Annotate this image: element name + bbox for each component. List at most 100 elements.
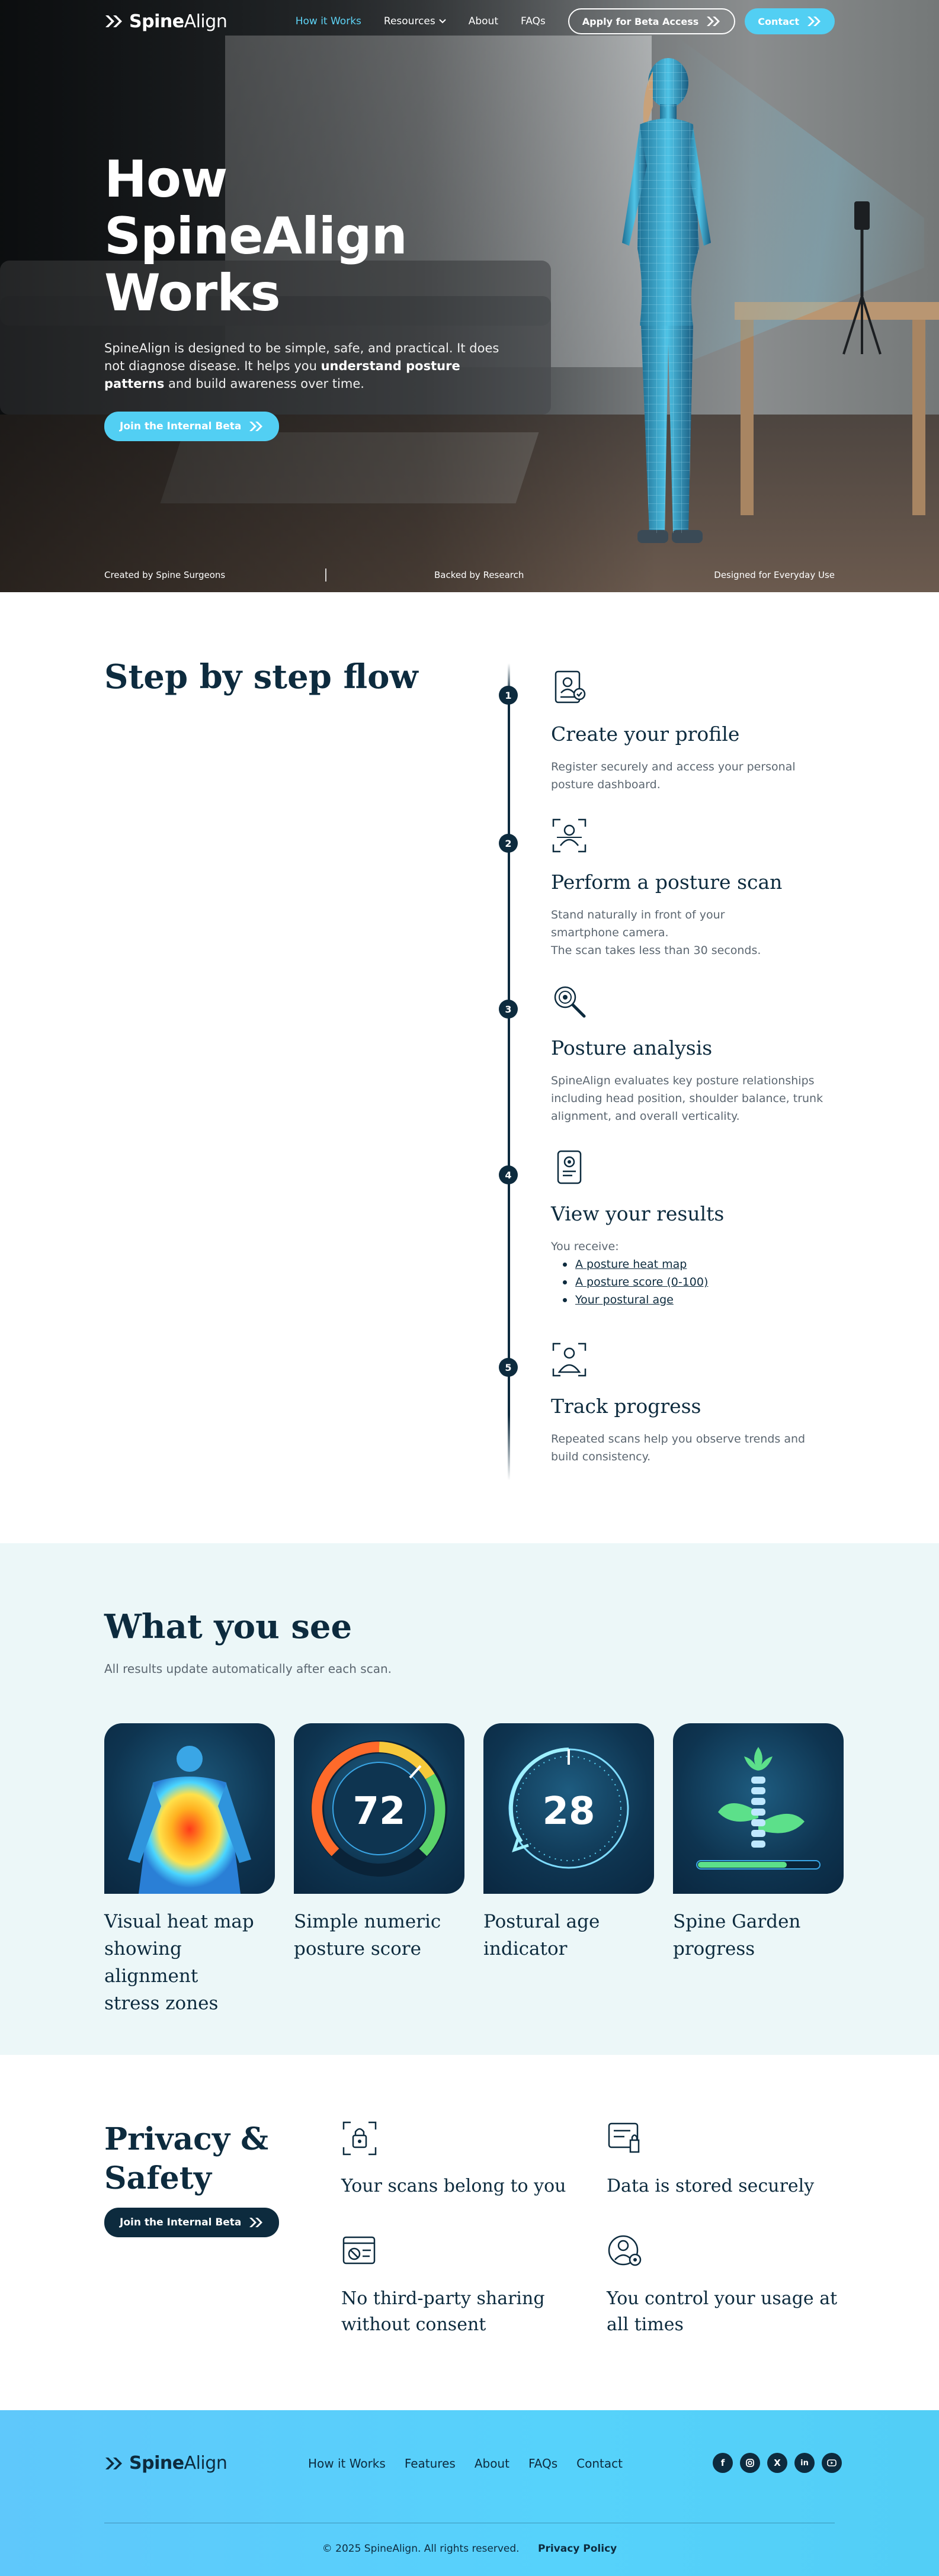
step-number: 4 — [499, 1165, 518, 1184]
logo-text-light: Align — [184, 11, 227, 32]
privacy-feature-text: Data is stored securely — [607, 2176, 815, 2196]
postural-age-value: 28 — [542, 1790, 595, 1833]
footer-link-faqs[interactable]: FAQs — [528, 2456, 558, 2471]
step-description-line: smartphone camera. — [551, 926, 669, 939]
results-list-item[interactable]: A posture heat map — [551, 1255, 841, 1273]
hero-description: SpineAlign is designed to be simple, saf… — [104, 339, 519, 393]
linkedin-icon[interactable]: in — [794, 2453, 815, 2473]
privacy-feature-line: You control your usage at — [607, 2288, 838, 2309]
step-number: 2 — [499, 834, 518, 853]
footer-logo[interactable]: SpineAlign — [104, 2453, 227, 2474]
spine-garden-progress-fill — [698, 1862, 787, 1868]
hero-title: How SpineAlign Works — [104, 151, 519, 322]
hero-shade-overlay — [0, 0, 939, 592]
caption-line: Postural age — [483, 1911, 600, 1932]
postural-age-image: 28 — [483, 1723, 654, 1894]
privacy-title: Privacy & Safety — [104, 2120, 268, 2198]
steps-timeline — [508, 663, 510, 1480]
person-progress-icon — [552, 1342, 587, 1377]
footer-link-features[interactable]: Features — [404, 2456, 456, 2471]
result-card-caption: Visual heat map showing alignment stress… — [104, 1908, 275, 2017]
result-card-heatmap: Visual heat map showing alignment stress… — [104, 1723, 275, 2017]
footer-link-contact[interactable]: Contact — [576, 2456, 623, 2471]
what-you-see-title: What you see — [104, 1607, 352, 1646]
nav-faqs[interactable]: FAQs — [521, 15, 546, 27]
step-description: SpineAlign evaluates key posture relatio… — [551, 1072, 841, 1125]
results-link[interactable]: A posture heat map — [575, 1258, 687, 1271]
what-you-see-subtitle: All results update automatically after e… — [104, 1662, 392, 1676]
hero-desc-part2: and build awareness over time. — [164, 377, 364, 391]
footer-link-how-it-works[interactable]: How it Works — [308, 2456, 386, 2471]
step-description: You receive: A posture heat map A postur… — [551, 1238, 841, 1309]
user-control-icon — [608, 2235, 642, 2266]
results-link[interactable]: A posture score (0-100) — [575, 1276, 709, 1289]
privacy-feature-text: No third-party sharing without consent — [341, 2286, 578, 2338]
logo[interactable]: SpineAlign — [104, 11, 227, 32]
nav-how-it-works[interactable]: How it Works — [295, 15, 361, 27]
results-list: A posture heat map A posture score (0-10… — [551, 1255, 841, 1309]
youtube-icon[interactable] — [822, 2453, 842, 2473]
step-description: Repeated scans help you observe trends a… — [551, 1430, 841, 1466]
phone-report-icon — [557, 1150, 582, 1184]
double-chevron-right-icon — [249, 2218, 263, 2227]
x-icon[interactable]: X — [767, 2453, 787, 2473]
caption-line: progress — [673, 1938, 755, 1960]
privacy-feature-text: You control your usage at all times — [607, 2286, 844, 2338]
apply-beta-button[interactable]: Apply for Beta Access — [568, 8, 736, 34]
privacy-title-line: Safety — [104, 2160, 211, 2196]
result-card-postural-age: 28 Postural age indicator — [483, 1723, 654, 1962]
steps-section: Step by step flow 1 Create your profile … — [0, 592, 939, 1543]
hero-section: SpineAlign How it Works Resources About … — [0, 0, 939, 592]
footer-links: How it Works Features About FAQs Contact — [308, 2456, 623, 2471]
hero-footer-item: Backed by Research — [434, 570, 524, 580]
hero-content: How SpineAlign Works SpineAlign is desig… — [104, 151, 519, 441]
privacy-feature-text: Your scans belong to you — [341, 2176, 566, 2196]
steps-title: Step by step flow — [104, 657, 418, 696]
nav-resources-label: Resources — [383, 15, 435, 27]
nav-resources-dropdown[interactable]: Resources — [384, 15, 446, 27]
spine-plant-icon — [696, 1747, 821, 1870]
hero-join-beta-button[interactable]: Join the Internal Beta — [104, 412, 280, 441]
phone-tripod-illustration — [842, 201, 882, 355]
results-list-item[interactable]: Your postural age — [551, 1291, 841, 1309]
hero-scanned-person-illustration — [622, 58, 711, 543]
results-link[interactable]: Your postural age — [575, 1293, 674, 1306]
site-footer: SpineAlign How it Works Features About F… — [0, 2410, 939, 2576]
hero-title-line: SpineAlign — [104, 207, 408, 266]
scan-person-icon — [552, 818, 587, 853]
step-description-line: posture dashboard. — [551, 778, 661, 791]
step-description-line: build consistency. — [551, 1450, 651, 1463]
lock-person-icon — [342, 2121, 377, 2156]
privacy-feature: You control your usage at all times — [607, 2233, 844, 2338]
step-description-line: alignment, and overall verticality. — [551, 1110, 740, 1123]
step-description-line: Stand naturally in front of your — [551, 908, 725, 921]
what-you-see-section: What you see All results update automati… — [0, 1543, 939, 2055]
no-sharing-icon — [342, 2236, 376, 2265]
score-gauge-image: 72 — [294, 1723, 464, 1894]
score-gauge-icon — [311, 1740, 447, 1877]
contact-button[interactable]: Contact — [745, 8, 835, 34]
step-number: 3 — [499, 1000, 518, 1019]
hero-title-line: Works — [104, 264, 281, 323]
step-description: Stand naturally in front of your smartph… — [551, 906, 841, 959]
top-nav: SpineAlign How it Works Resources About … — [0, 0, 939, 43]
contact-label: Contact — [758, 15, 799, 27]
nav-links: How it Works Resources About FAQs — [296, 15, 546, 27]
instagram-icon[interactable] — [740, 2453, 760, 2473]
chevron-down-icon — [439, 19, 446, 24]
privacy-join-beta-label: Join the Internal Beta — [120, 2217, 242, 2228]
privacy-policy-link[interactable]: Privacy Policy — [537, 2543, 617, 2555]
logo-chevrons-icon — [105, 15, 122, 27]
nav-about[interactable]: About — [468, 15, 498, 27]
double-chevron-right-icon — [807, 17, 821, 26]
results-list-item[interactable]: A posture score (0-100) — [551, 1273, 841, 1291]
facebook-icon[interactable]: f — [713, 2453, 733, 2473]
footer-link-about[interactable]: About — [474, 2456, 509, 2471]
copyright-text: © 2025 SpineAlign. All rights reserved. — [322, 2543, 520, 2555]
caption-line: stress zones — [104, 1993, 219, 2014]
privacy-feature-line: all times — [607, 2314, 684, 2335]
hero-footer-item: Designed for Everyday Use — [714, 570, 835, 580]
step-description-line: Repeated scans help you observe trends a… — [551, 1432, 806, 1446]
privacy-join-beta-button[interactable]: Join the Internal Beta — [104, 2208, 280, 2237]
heatmap-body-icon — [128, 1746, 251, 1894]
